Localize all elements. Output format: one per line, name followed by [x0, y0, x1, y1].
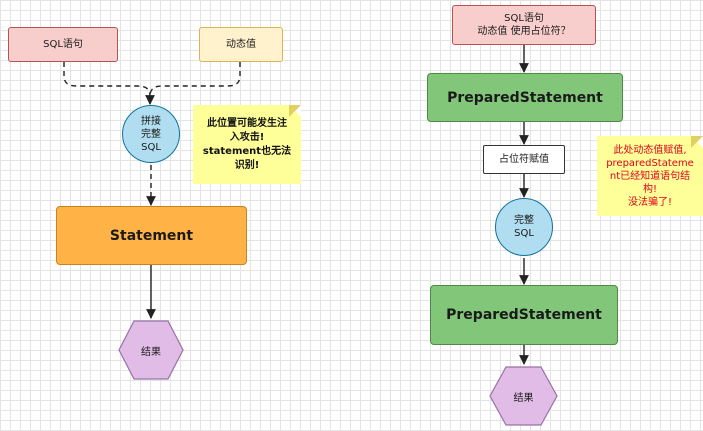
prepared-safe-text: 此处动态值赋值, preparedStateme nt已经知道语句结 构! 没法… — [606, 144, 694, 208]
hexagon-shape — [489, 366, 558, 426]
prepared-statement-box-1: PreparedStatement — [427, 73, 623, 122]
left-result-label: 结果 — [141, 346, 161, 358]
dashed-arrow-sql-to-concat — [63, 62, 155, 105]
sql-statement-box: SQL语句 — [8, 27, 118, 62]
sql-with-placeholder-box: SQL语句 动态值 使用占位符？ — [452, 5, 596, 45]
concat-complete-sql-circle: 拼接 完整 SQL — [122, 105, 180, 163]
right-result-label: 结果 — [513, 392, 534, 404]
prepared-statement-box-2: PreparedStatement — [430, 285, 618, 345]
right-result-hexagon: 结果 — [489, 366, 558, 426]
prepared-safe-note: 此处动态值赋值, preparedStateme nt已经知道语句结 构! 没法… — [597, 136, 703, 216]
hexagon-shape — [118, 320, 184, 380]
injection-warning-note: 此位置可能发生注 入攻击! statement也无法 识别! — [193, 105, 301, 184]
dynamic-value-box: 动态值 — [199, 27, 283, 62]
injection-warning-text: 此位置可能发生注 入攻击! statement也无法 识别! — [202, 117, 292, 171]
dashed-arrow-dynamic-to-concat — [149, 62, 241, 104]
complete-sql-circle: 完整 SQL — [495, 198, 553, 256]
placeholder-assign-box: 占位符赋值 — [483, 145, 565, 174]
statement-box: Statement — [56, 206, 247, 265]
left-result-hexagon: 结果 — [118, 320, 184, 380]
